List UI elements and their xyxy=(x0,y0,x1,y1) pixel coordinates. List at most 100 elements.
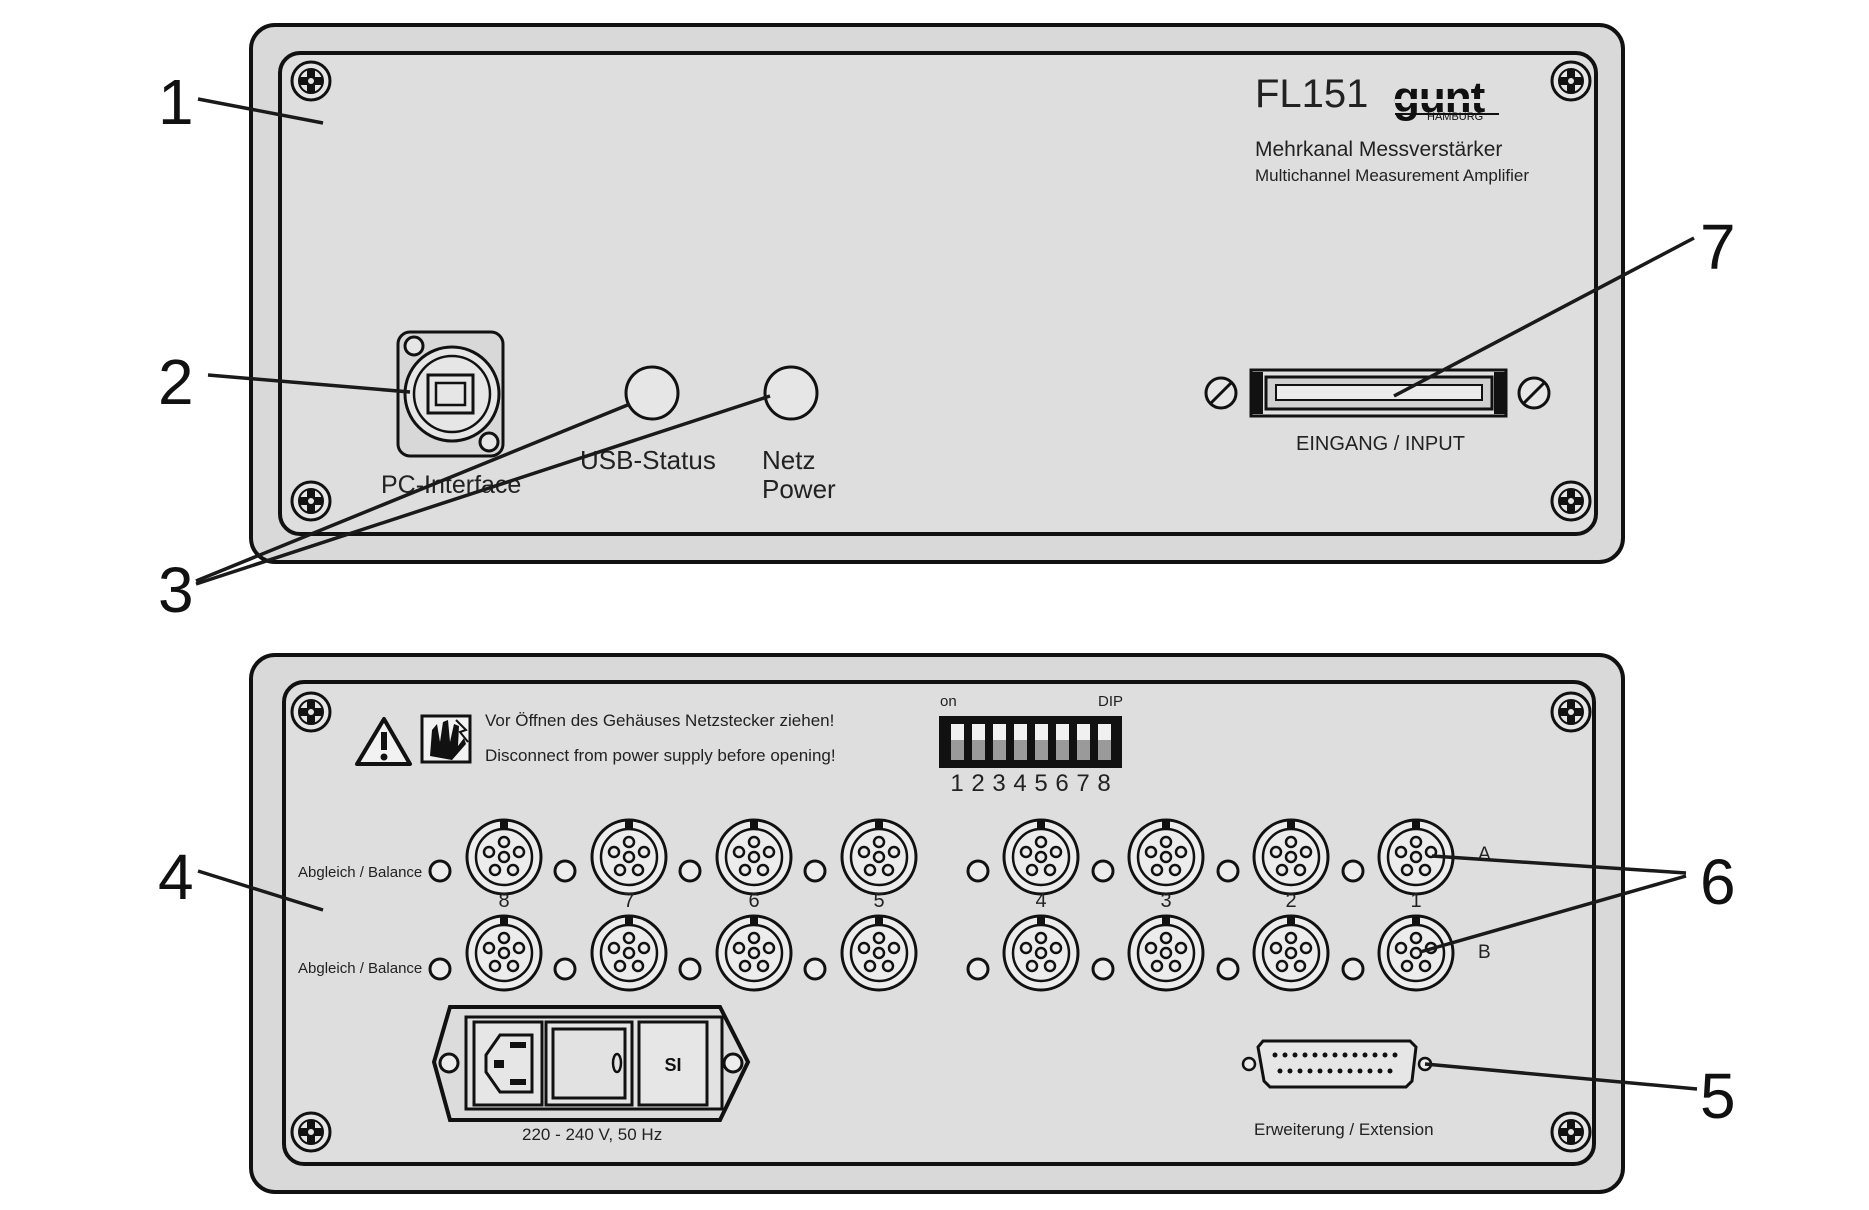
balance-trimmer xyxy=(803,957,827,981)
balance-trimmer xyxy=(1341,957,1365,981)
channel-numbers: 8 7 6 5 4 3 2 1 xyxy=(498,890,1421,912)
callout-3: 3 xyxy=(158,554,194,626)
leader-line xyxy=(195,394,771,586)
callout-1: 1 xyxy=(158,66,194,138)
channel-number: 5 xyxy=(873,890,884,912)
balance-trimmer xyxy=(553,859,577,883)
balance-label-row-b: Abgleich / Balance xyxy=(298,960,422,977)
dip-number: 3 xyxy=(992,770,1005,797)
netz-label: Netz xyxy=(762,445,815,475)
screw-icon xyxy=(1550,60,1592,102)
screw-icon xyxy=(1550,1111,1592,1153)
balance-trimmer xyxy=(678,957,702,981)
balance-trimmer xyxy=(553,957,577,981)
front-panel: FL151 gunt HAMBURG Mehrkanal Messverstär… xyxy=(249,23,1625,564)
fuse-label: SI xyxy=(664,1055,681,1075)
leader-line xyxy=(207,373,411,394)
din-socket xyxy=(1252,914,1330,992)
model-name: FL151 xyxy=(1255,72,1368,116)
screw-icon xyxy=(1550,691,1592,733)
warning-triangle-icon xyxy=(355,717,412,766)
dip-number: 5 xyxy=(1034,770,1047,797)
leader-line xyxy=(195,402,631,583)
dip-number: 1 xyxy=(950,770,963,797)
leader-line xyxy=(197,869,324,912)
dip-numbers: 1 2 3 4 5 6 7 8 xyxy=(950,770,1110,797)
balance-trimmer xyxy=(803,859,827,883)
screw-icon xyxy=(290,60,332,102)
channel-number: 1 xyxy=(1410,890,1421,912)
din-socket xyxy=(1127,818,1205,896)
din-socket xyxy=(465,818,543,896)
leader-line xyxy=(197,97,324,125)
power-rating-label: 220 - 240 V, 50 Hz xyxy=(522,1125,662,1144)
din-socket xyxy=(1252,818,1330,896)
din-socket xyxy=(1002,914,1080,992)
device-title-de: Mehrkanal Messverstärker xyxy=(1255,138,1502,161)
leader-line xyxy=(1419,874,1687,954)
balance-trimmer xyxy=(966,957,990,981)
extension-label: Erweiterung / Extension xyxy=(1254,1120,1434,1139)
dip-label: DIP xyxy=(1098,693,1123,710)
front-panel-plate xyxy=(278,51,1598,536)
svg-text:HAMBURG: HAMBURG xyxy=(1427,111,1483,123)
balance-trimmer xyxy=(428,957,452,981)
usb-status-label: USB-Status xyxy=(580,445,716,475)
dip-on-label: on xyxy=(940,693,957,710)
row-a-label: A xyxy=(1478,844,1491,865)
leader-line xyxy=(1424,1062,1698,1091)
callout-leader-lines xyxy=(195,97,1698,1091)
warning-text-en: Disconnect from power supply before open… xyxy=(485,746,836,765)
callout-7: 7 xyxy=(1700,211,1736,283)
balance-trimmer xyxy=(678,859,702,883)
gunt-logo: gunt HAMBURG xyxy=(1393,73,1501,123)
channel-number: 2 xyxy=(1285,890,1296,912)
din-socket xyxy=(840,914,918,992)
din-socket xyxy=(1377,914,1455,992)
screw-icon xyxy=(1550,480,1592,522)
din-socket xyxy=(715,818,793,896)
din-socket xyxy=(590,914,668,992)
balance-trimmer xyxy=(1091,957,1115,981)
dip-number: 6 xyxy=(1055,770,1068,797)
callout-2: 2 xyxy=(158,346,194,418)
rear-panel: Vor Öffnen des Gehäuses Netzstecker zieh… xyxy=(249,653,1625,1194)
channel-number: 8 xyxy=(498,890,509,912)
power-led xyxy=(763,365,819,421)
extension-d-sub-connector xyxy=(1241,1039,1433,1089)
callout-numbers: 1 2 3 4 5 6 7 xyxy=(158,66,1736,1132)
power-entry-module: SI xyxy=(431,1005,751,1122)
channel-number: 6 xyxy=(748,890,759,912)
dip-number: 4 xyxy=(1013,770,1026,797)
input-label: EINGANG / INPUT xyxy=(1296,433,1465,455)
din-socket xyxy=(1127,914,1205,992)
hand-shock-icon xyxy=(420,714,472,764)
balance-trimmer xyxy=(1216,859,1240,883)
input-connector xyxy=(1204,368,1551,418)
din-socket xyxy=(840,818,918,896)
warning-text-de: Vor Öffnen des Gehäuses Netzstecker zieh… xyxy=(485,711,834,730)
device-title-en: Multichannel Measurement Amplifier xyxy=(1255,166,1529,185)
callout-5: 5 xyxy=(1700,1060,1736,1132)
power-label: Power xyxy=(762,474,836,504)
dip-number: 2 xyxy=(971,770,984,797)
leader-line xyxy=(1393,236,1695,398)
balance-trimmer xyxy=(428,859,452,883)
screw-icon xyxy=(290,691,332,733)
screw-icon xyxy=(290,1111,332,1153)
dip-switch xyxy=(939,716,1122,768)
din-socket xyxy=(465,914,543,992)
row-b-label: B xyxy=(1478,942,1491,963)
din-socket xyxy=(590,818,668,896)
screw-icon xyxy=(290,480,332,522)
din-socket xyxy=(715,914,793,992)
dip-number: 7 xyxy=(1076,770,1089,797)
balance-trimmer xyxy=(1091,859,1115,883)
balance-trimmer xyxy=(966,859,990,883)
channel-number: 3 xyxy=(1160,890,1171,912)
callout-6: 6 xyxy=(1700,846,1736,918)
leader-line xyxy=(1431,854,1687,875)
callout-4: 4 xyxy=(158,841,194,913)
balance-trimmer xyxy=(1216,957,1240,981)
